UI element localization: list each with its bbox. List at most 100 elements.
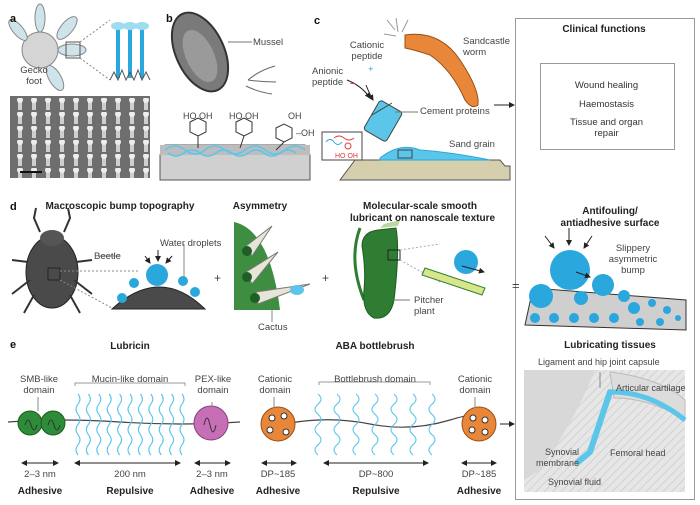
synovial-line1: Synovial	[544, 447, 579, 457]
brush-chain	[117, 393, 123, 456]
slippery-line3: bump	[621, 265, 645, 276]
equals-sign: =	[512, 278, 520, 293]
cationic-peptide-label: Cationic peptide	[342, 40, 392, 62]
gecko-label-line1: Gecko	[20, 65, 48, 76]
gecko-label-line2: foot	[26, 76, 42, 87]
brush-chain	[333, 393, 341, 456]
bottlebrush-role-middle: Repulsive	[352, 486, 400, 497]
catechol-oh-top: OH	[288, 111, 302, 121]
brush-chain	[371, 393, 379, 456]
cement-proteins-label: Cement proteins	[420, 106, 490, 117]
lubricant-title-line2: lubricant on nanoscale texture	[350, 213, 496, 224]
femoral-head-label: Femoral head	[610, 448, 666, 458]
brush-chain	[314, 393, 322, 456]
sandcastle-worm-label: Sandcastle worm	[463, 36, 510, 58]
slippery-line1: Slippery	[615, 243, 651, 254]
plus-sign-1: +	[214, 271, 222, 285]
brush-chain	[96, 393, 102, 456]
cationic-right-line2: domain	[459, 385, 491, 396]
mucin-brush	[75, 393, 185, 456]
brush-chain	[106, 393, 112, 456]
clinical-functions-box	[540, 63, 675, 150]
anionic-line1: Anionic	[312, 66, 344, 77]
bottlebrush-size-left: DP~185	[260, 469, 296, 480]
pitcher-plant-illustration	[353, 220, 486, 319]
lubricin-size-mucin: 200 nm	[114, 469, 146, 480]
lubricant-title-line1: Molecular-scale smooth	[363, 201, 477, 212]
cationic-domain-label-right: Cationic domain	[452, 374, 498, 396]
lubricin-size-smb: 2–3 nm	[24, 469, 56, 480]
catechol-group-2: HO OH	[229, 111, 259, 121]
brush-chain	[137, 393, 143, 456]
panel-label-e: e	[10, 339, 17, 351]
plus-sign-2: +	[322, 271, 330, 285]
antifouling-title-line2: antiadhesive surface	[560, 218, 660, 229]
gecko-foot-label: Gecko foot	[16, 65, 52, 87]
antifouling-title-line1: Antifouling/	[582, 206, 638, 217]
bottlebrush-size-right: DP~185	[461, 469, 497, 480]
asymmetry-title: Asymmetry	[232, 201, 288, 212]
panel-label-a: a	[10, 13, 17, 25]
lubricin-role-pex: Adhesive	[189, 486, 235, 497]
pitcher-line2: plant	[414, 306, 435, 317]
positive-charge	[282, 428, 290, 436]
mussel-illustration	[170, 11, 277, 95]
clinical-item-wound-healing: Wound healing	[574, 80, 639, 91]
bottlebrush-role-right: Adhesive	[456, 486, 502, 497]
brush-chain	[409, 393, 417, 456]
catechol-substrate	[159, 117, 311, 181]
antifouling-surface-illustration	[524, 228, 687, 331]
cationic-domain-label-left: Cationic domain	[252, 374, 298, 396]
lubricin-size-pex: 2–3 nm	[196, 469, 228, 480]
clinical-item-tissue-repair-cont: repair	[594, 128, 619, 139]
brush-chain	[158, 393, 164, 456]
clinical-functions-title: Clinical functions	[562, 24, 646, 35]
anionic-line2: peptide	[312, 77, 344, 88]
catechol-oh-side: –OH	[296, 128, 315, 138]
anionic-peptide-label: Anionic peptide	[312, 66, 343, 88]
bottlebrush-role-left: Adhesive	[255, 486, 301, 497]
brush-chain	[75, 393, 81, 456]
sand-grain-illustration	[321, 131, 511, 181]
panel-label-b: b	[166, 13, 173, 25]
cationic-left-line1: Cationic	[257, 374, 293, 385]
positive-charge	[469, 414, 477, 422]
sand-grain-label: Sand grain	[449, 139, 495, 150]
cationic-charges	[266, 412, 489, 436]
lubricin-molecule	[7, 382, 241, 466]
smb-line2: domain	[23, 385, 55, 396]
positive-charge	[468, 426, 476, 434]
panel-label-d: d	[10, 201, 17, 213]
hip-joint-illustration	[524, 370, 687, 492]
bottlebrush-brush	[314, 393, 436, 456]
antifouling-title: Antifouling/ antiadhesive surface	[540, 206, 680, 230]
sandcastle-worm-illustration	[383, 17, 479, 108]
outcomes-frame	[515, 18, 695, 500]
water-droplets-label: Water droplets	[160, 238, 222, 249]
bump-topography-title: Macroscopic bump topography	[45, 201, 195, 212]
slippery-bump-label: Slippery asymmetric bump	[603, 243, 663, 276]
articular-cartilage-label: Articular cartilage	[616, 383, 686, 393]
pex-line1: PEX-like	[194, 374, 232, 385]
bottlebrush-title: ABA bottlebrush	[335, 341, 415, 352]
lubricin-role-mucin: Repulsive	[106, 486, 154, 497]
mussel-label: Mussel	[253, 37, 284, 48]
worm-line2: worm	[463, 47, 487, 58]
cement-bottle-illustration	[346, 79, 418, 142]
synovial-fluid-label: Synovial fluid	[548, 477, 602, 487]
cationic-line1: Cationic	[349, 40, 385, 51]
cationic-line2: peptide	[351, 51, 383, 62]
bottlebrush-domain-label: Bottlebrush domain	[334, 374, 416, 385]
beetle-label: Beetle	[94, 251, 121, 262]
catechol-group-1: HO OH	[183, 111, 213, 121]
anionic-sign: –	[350, 78, 356, 89]
lubricin-role-smb: Adhesive	[17, 486, 63, 497]
clinical-item-tissue-repair: Tissue and organ	[569, 117, 644, 128]
setae-illustration	[109, 22, 151, 82]
cactus-label: Cactus	[258, 322, 288, 333]
brush-chain	[179, 393, 185, 456]
pex-domain-label: PEX-like domain	[190, 374, 236, 396]
gecko-foot-illustration	[8, 3, 111, 91]
positive-charge	[481, 428, 489, 436]
